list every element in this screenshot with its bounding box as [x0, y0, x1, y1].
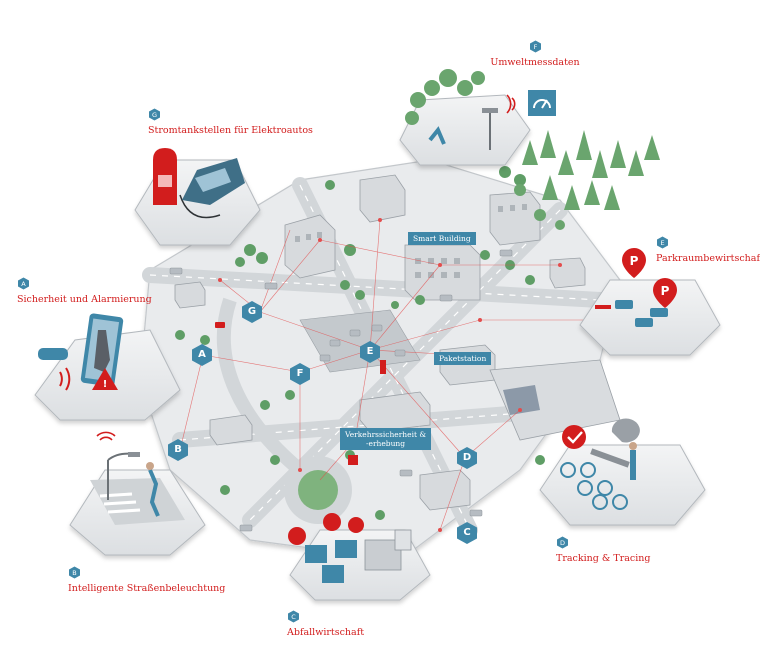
- svg-text:!: !: [103, 379, 108, 390]
- wifi-signal-icon: [506, 94, 516, 114]
- security-camera: [38, 348, 68, 360]
- svg-text:G: G: [152, 111, 157, 119]
- tile-tracking: [539, 418, 706, 526]
- marker-g: G: [240, 300, 264, 324]
- hex-badge-icon: C: [288, 610, 299, 623]
- svg-text:D: D: [560, 539, 565, 547]
- hex-badge-icon: D: [557, 536, 568, 549]
- marker-f: F: [288, 362, 312, 386]
- label-smart-building: Smart Building: [408, 232, 476, 245]
- parking-icon: P: [653, 278, 677, 308]
- svg-text:C: C: [291, 613, 296, 621]
- label-paketstation: Paketstation: [434, 352, 492, 365]
- trees: [175, 166, 545, 520]
- svg-text:P: P: [630, 254, 639, 268]
- satellite-dish: [611, 418, 640, 443]
- label-verkehr-line1: Verkehrssicherheit &: [345, 430, 427, 439]
- tile-street-lighting: [69, 431, 206, 556]
- svg-text:E: E: [660, 239, 664, 247]
- solar-panels: [503, 385, 540, 415]
- tile-security: !: [34, 313, 181, 421]
- trash-bin-icon: [305, 545, 327, 563]
- caption-environment: F Umweltmessdaten: [480, 40, 590, 68]
- svg-text:A: A: [21, 280, 26, 288]
- label-verkehrssicherheit: Verkehrssicherheit & -erhebung: [340, 428, 432, 450]
- wifi-signal-icon: [96, 431, 116, 441]
- marker-c: C: [455, 521, 479, 545]
- svg-text:B: B: [72, 569, 76, 577]
- tile-parking: P P: [579, 248, 721, 356]
- hex-badge-icon: A: [18, 277, 29, 290]
- gauge-icon: [528, 90, 556, 116]
- warning-icon: [92, 368, 118, 390]
- city-island: [139, 130, 660, 561]
- svg-text:P: P: [661, 284, 670, 298]
- marker-a: A: [190, 343, 214, 367]
- marker-b: B: [166, 438, 190, 462]
- label-verkehr-line2: -erhebung: [365, 439, 406, 448]
- tile-ev-charging: [134, 148, 261, 246]
- caption-parking: E Parkraumbewirtschaftung: [656, 236, 760, 264]
- bicycles: [560, 462, 628, 510]
- marker-d: D: [455, 446, 479, 470]
- parking-icon: P: [622, 248, 646, 278]
- caption-security: A Sicherheit und Alarmierung: [17, 277, 152, 305]
- hex-badge-icon: G: [149, 108, 160, 121]
- roundabout-green: [298, 470, 338, 510]
- caption-ev-charging: G Stromtankstellen für Elektroautos: [148, 108, 313, 136]
- marker-e: E: [358, 340, 382, 364]
- tile-environment: [399, 69, 556, 166]
- caption-street-lighting: B Intelligente Straßenbeleuchtung: [68, 566, 225, 594]
- caption-tracking: D Tracking & Tracing: [556, 536, 650, 564]
- hex-badge-icon: E: [657, 236, 668, 249]
- checkmark-icon: [562, 425, 586, 449]
- hex-badge-icon: B: [69, 566, 80, 579]
- tile-waste: [288, 513, 431, 601]
- forest: [514, 130, 660, 230]
- svg-text:F: F: [533, 43, 537, 51]
- hex-badge-icon: F: [529, 40, 541, 53]
- caption-waste: C Abfallwirtschaft: [287, 610, 364, 638]
